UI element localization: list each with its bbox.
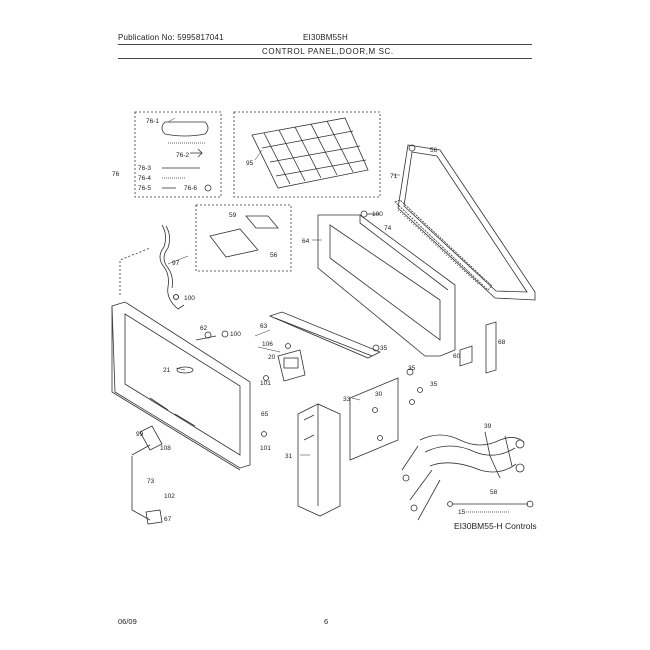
callout-56-manual: 56 [270,252,278,259]
callout-99: 99 [136,431,144,438]
inner-door-panel [394,199,493,291]
callout-65: 65 [261,411,269,418]
header-rule [118,44,532,45]
callout-64: 64 [302,238,310,245]
control-panel-housing [111,301,251,471]
callout-30: 30 [375,391,383,398]
oven-rack-box [233,111,381,198]
callout-35-mid: 35 [380,345,388,352]
door-glass-assembly [397,144,536,301]
keypad-tail [131,425,163,525]
manual-box [195,204,292,272]
callout-63: 63 [260,323,268,330]
callout-100-mid: 100 [230,331,241,338]
callout-76-2: 76-2 [176,152,189,159]
callout-106: 106 [262,341,273,348]
footer-date: 06/09 [118,617,137,626]
callout-74: 74 [384,225,392,232]
callout-33: 33 [343,396,351,403]
callout-101-mid: 101 [260,380,271,387]
main-wiring-harness [401,431,525,521]
callout-76-4: 76-4 [138,175,151,182]
callout-102: 102 [164,493,175,500]
mounting-plate [349,368,423,461]
callout-15: 15 [458,509,466,516]
callout-76-1: 76-1 [146,118,159,125]
callout-62: 62 [200,325,208,332]
vertical-duct [297,403,341,517]
callout-101-low: 101 [260,445,271,452]
title-rule [118,58,532,59]
callout-20: 20 [268,354,276,361]
control-trim-strip [268,311,381,359]
part-callouts: 76-1 76-2 76-3 76-4 76-5 76-6 76 95 56 7… [112,118,506,523]
bracket-and-screws [173,294,269,437]
callout-59: 59 [229,212,237,219]
callout-76: 76 [112,171,120,178]
callout-76-5: 76-5 [138,185,151,192]
leader-lines [167,117,400,456]
publication-number: Publication No: 5995817041 [118,33,224,42]
callout-58: 58 [490,489,498,496]
wiring-harness-97 [119,224,185,310]
callout-100-harness: 100 [184,295,195,302]
callout-100-top: 100 [372,211,383,218]
diagram-caption: EI30BM55-H Controls [454,521,537,531]
ground-wire [447,500,534,513]
accessory-kit-box [134,111,222,198]
callout-39: 39 [484,423,492,430]
display-board [277,343,380,382]
callout-97: 97 [172,260,180,267]
callout-35-right-top: 35 [408,365,416,372]
callout-56-top: 56 [430,147,438,154]
callout-71: 71 [390,173,398,180]
callout-35-right: 35 [430,381,438,388]
callout-95: 95 [246,160,254,167]
callout-68: 68 [498,339,506,346]
callout-67: 67 [164,516,172,523]
callout-60: 60 [453,353,461,360]
model-number: EI30BM55H [303,33,348,42]
callout-76-6: 76-6 [184,185,197,192]
footer-page-number: 6 [324,617,329,626]
side-bracket [459,321,497,374]
door-frame [317,210,456,357]
callout-76-3: 76-3 [138,165,151,172]
callout-21: 21 [163,367,171,374]
callout-108: 108 [160,445,171,452]
callout-31: 31 [285,453,293,460]
section-title: CONTROL PANEL,DOOR,M SC. [262,47,394,56]
callout-73: 73 [147,478,155,485]
